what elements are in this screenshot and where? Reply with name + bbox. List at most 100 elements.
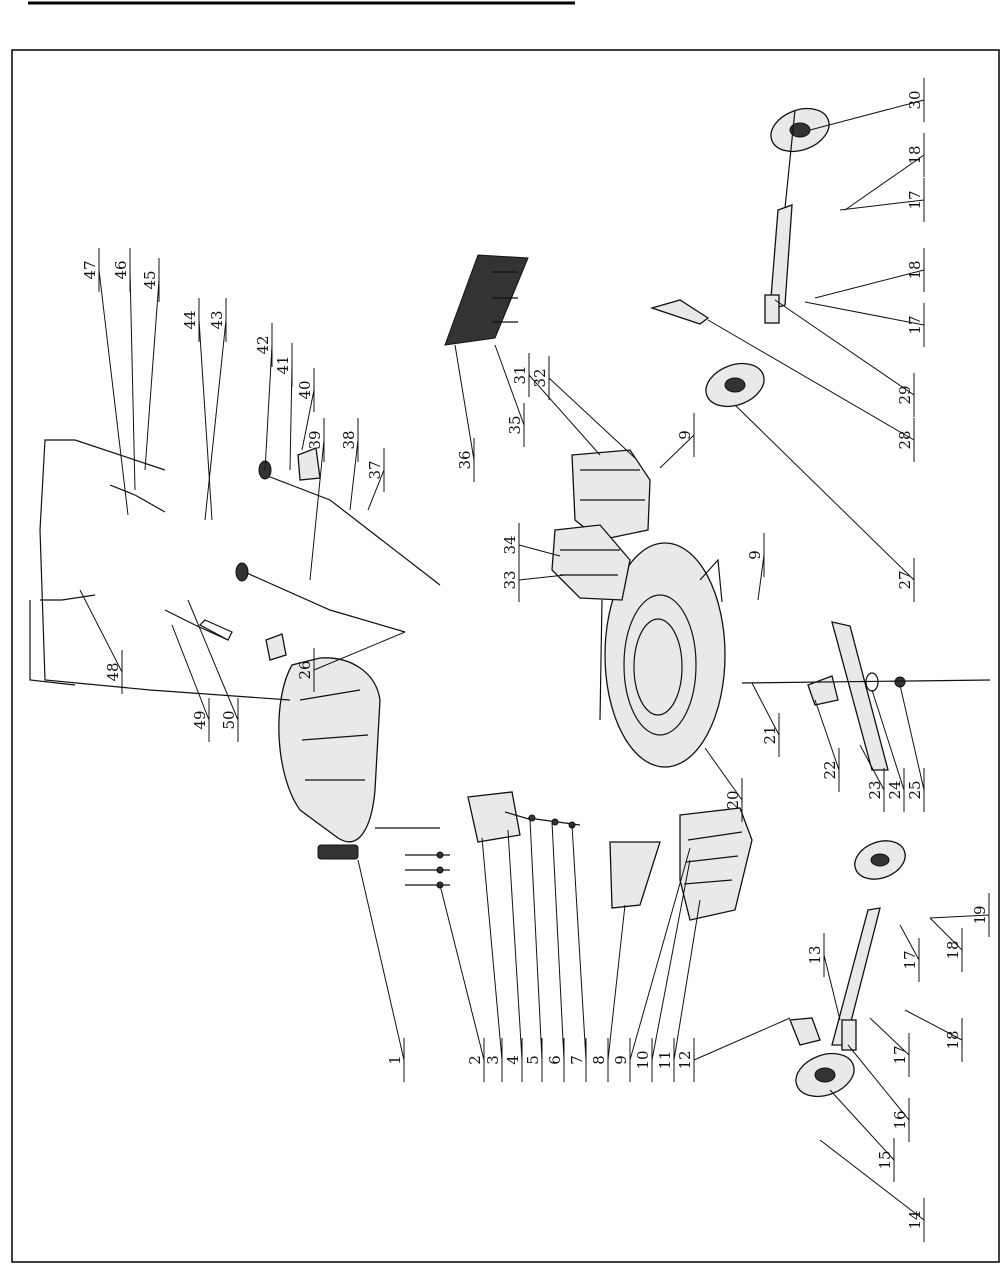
callout-10: 10 [634, 1050, 652, 1069]
leader-line-17 [869, 1017, 910, 1056]
part-engine [278, 657, 440, 860]
drawing-frame [11, 49, 1000, 1263]
part-upper-handle [29, 439, 291, 701]
callout-29: 29 [896, 385, 914, 404]
part-rear-flap [467, 791, 581, 843]
leader-line-32 [548, 377, 636, 459]
leader-line-9 [659, 434, 695, 469]
leader-line-5 [529, 819, 543, 1061]
leader-line-27 [734, 404, 915, 581]
callout-45: 45 [141, 270, 159, 289]
leader-line-17 [804, 301, 925, 326]
callout-43: 43 [208, 310, 226, 329]
leader-line-39 [309, 439, 325, 581]
callout-9: 9 [612, 1055, 630, 1065]
leader-line-16 [847, 1044, 910, 1121]
callout-34: 34 [501, 535, 519, 554]
leader-line-43 [204, 319, 227, 521]
leader-line-6 [551, 821, 565, 1061]
callout-37: 37 [366, 460, 384, 479]
leader-line-50 [187, 599, 239, 721]
leader-line-42 [264, 344, 273, 471]
leader-line-20 [704, 747, 743, 801]
part-wheel-rear-left [795, 1052, 855, 1098]
callout-18: 18 [944, 940, 962, 959]
leader-line-18 [929, 917, 963, 951]
callout-49: 49 [191, 710, 209, 729]
callout-39: 39 [306, 430, 324, 449]
leader-line-26 [313, 631, 406, 671]
part-wheel-front-left [705, 362, 765, 408]
part-control-cables [109, 484, 233, 641]
leader-line-1 [357, 859, 405, 1061]
leader-line-18 [844, 154, 925, 211]
callout-31: 31 [511, 365, 529, 384]
leader-line-37 [367, 469, 385, 511]
leader-line-45 [144, 279, 160, 471]
leader-line-25 [899, 684, 925, 791]
callout-25: 25 [906, 780, 924, 799]
part-blade-assembly [741, 621, 991, 771]
callout-46: 46 [112, 260, 130, 279]
callout-3: 3 [484, 1055, 502, 1065]
callout-11: 11 [656, 1050, 674, 1069]
leader-line-15 [829, 1089, 895, 1161]
part-cutting-deck [599, 542, 726, 768]
callout-18: 18 [944, 1030, 962, 1049]
leader-line-8 [607, 904, 626, 1061]
callout-24: 24 [886, 780, 904, 799]
callout-6: 6 [546, 1055, 564, 1065]
leader-line-40 [301, 389, 315, 451]
callout-23: 23 [866, 780, 884, 799]
part-front-axle [649, 204, 793, 325]
callout-27: 27 [896, 570, 914, 589]
leader-line-48 [79, 589, 123, 673]
callout-17: 17 [901, 950, 919, 969]
leader-line-29 [774, 299, 915, 396]
leader-line-17 [839, 199, 925, 211]
leader-line-11 [673, 899, 701, 1061]
part-grass-bag-frame [444, 254, 529, 346]
callout-19: 19 [971, 905, 989, 924]
callout-16: 16 [891, 1110, 909, 1129]
leader-line-10 [651, 859, 691, 1061]
leader-line-9 [629, 847, 691, 1061]
leader-line-35 [494, 344, 525, 426]
leader-line-7 [571, 824, 587, 1061]
callout-13: 13 [806, 945, 824, 964]
callout-44: 44 [181, 310, 199, 329]
leader-line-18 [904, 1009, 963, 1041]
leader-line-22 [814, 699, 840, 771]
leader-line-38 [349, 439, 359, 511]
callout-7: 7 [568, 1055, 586, 1065]
part-wheel-front-right [770, 107, 830, 209]
callout-18: 18 [906, 260, 924, 279]
leader-line-12 [693, 1017, 791, 1061]
part-grass-deflector [609, 841, 661, 909]
leader-line-33 [518, 574, 566, 581]
callout-22: 22 [821, 760, 839, 779]
leader-line-49 [171, 624, 210, 721]
leader-line-14 [819, 1139, 925, 1221]
callout-1: 1 [386, 1055, 404, 1065]
leader-line-24 [871, 689, 905, 791]
leader-line-46 [129, 269, 136, 491]
callout-9: 9 [746, 550, 764, 560]
part-engine-bolts [405, 851, 450, 889]
leader-line-44 [198, 319, 213, 521]
leader-line-4 [507, 829, 523, 1061]
callout-18: 18 [906, 145, 924, 164]
callout-30: 30 [906, 90, 924, 109]
callout-47: 47 [81, 260, 99, 279]
callout-2: 2 [466, 1055, 484, 1065]
leader-line-28 [707, 319, 915, 441]
callout-38: 38 [340, 430, 358, 449]
leader-line-30 [809, 99, 925, 131]
callout-41: 41 [274, 355, 292, 374]
leader-line-17 [899, 924, 920, 961]
leader-line-3 [481, 837, 503, 1061]
leader-line-23 [859, 744, 885, 791]
callout-15: 15 [876, 1150, 894, 1169]
